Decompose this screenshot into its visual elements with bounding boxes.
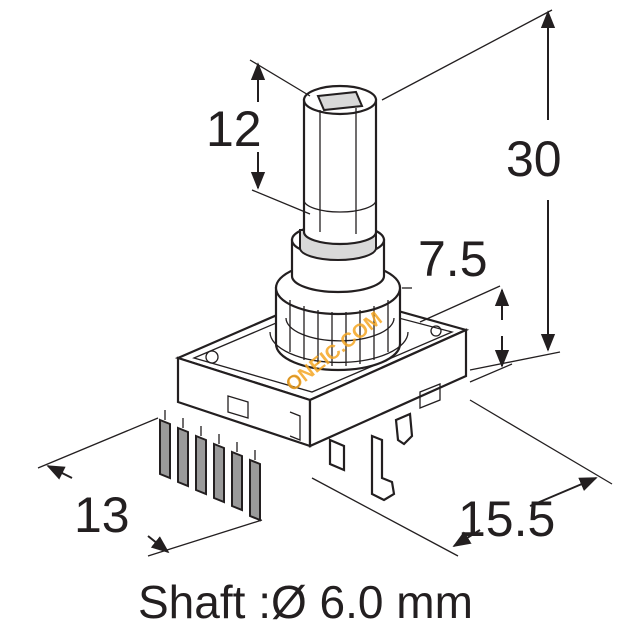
dim-30-label: 30 (506, 131, 562, 187)
dim-7-5-label: 7.5 (418, 231, 488, 287)
mounting-leg (328, 412, 414, 502)
dim-overall-height: 30 (381, 9, 562, 371)
dim-width: 13 (37, 417, 263, 557)
terminal-pins (159, 410, 261, 522)
shaft-caption: Shaft :Ø 6.0 mm (138, 576, 473, 628)
dim-depth: 15.5 (311, 399, 613, 557)
dim-12-label: 12 (206, 101, 262, 157)
dim-15-5-label: 15.5 (458, 491, 555, 547)
dim-13-label: 13 (74, 487, 130, 543)
dim-bushing: 7.5 (402, 231, 513, 383)
shaft (302, 84, 378, 246)
dim-shaft-length: 12 (206, 59, 311, 215)
